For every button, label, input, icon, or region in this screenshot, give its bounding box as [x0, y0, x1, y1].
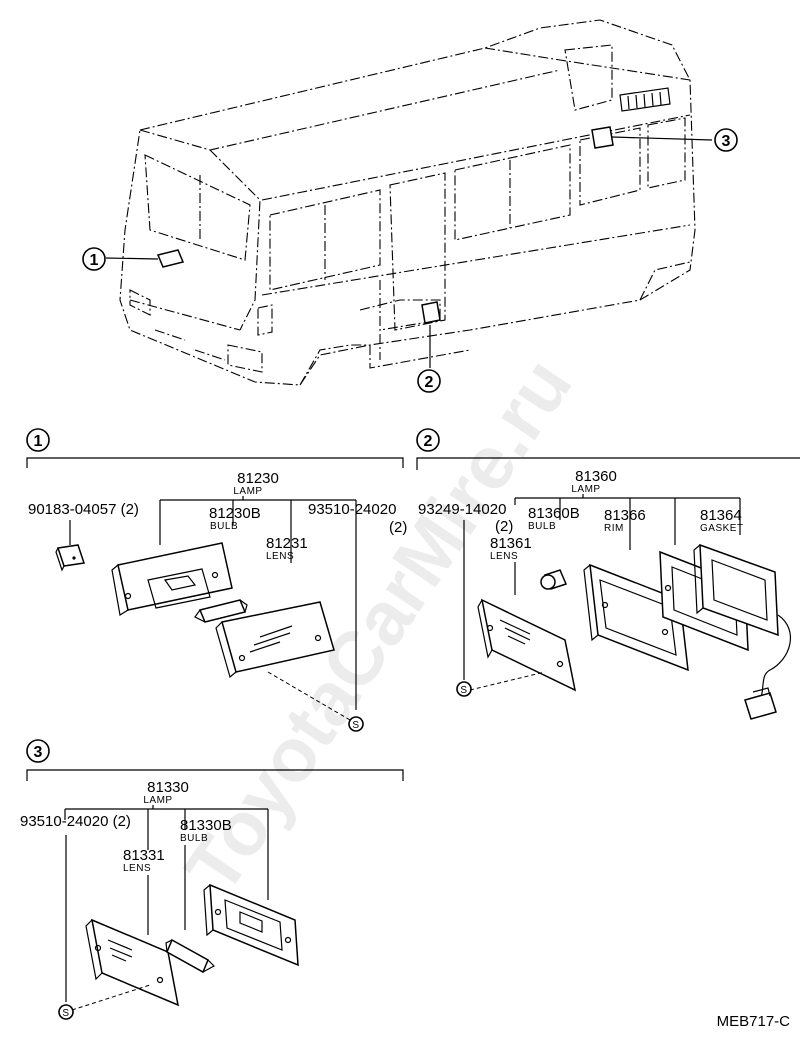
- g2-screw-qty: (2): [495, 518, 513, 535]
- g2-lens-label: LENS: [490, 551, 518, 562]
- g1-screw-no: 90183-04057 (2): [28, 501, 139, 518]
- callout-2: 2: [417, 369, 441, 393]
- g2-screw-no: 93249-14020: [418, 501, 506, 518]
- svg-text:2: 2: [425, 374, 434, 391]
- g1-lens-no: 81231: [266, 535, 308, 552]
- g3-std-no: 93510-24020 (2): [20, 813, 131, 830]
- g3-assembly-no: 81330: [147, 779, 189, 796]
- callout-1: 1: [82, 247, 106, 271]
- g3-lens-label: LENS: [123, 863, 151, 874]
- g1-lens-label: LENS: [266, 551, 294, 562]
- callout-3: 3: [714, 128, 738, 152]
- g2-assembly-label: LAMP: [571, 484, 600, 495]
- g2-s-mark: S: [460, 685, 467, 696]
- group-3: 3 81330 LAMP 93510-24020 (2) 81330B BULB…: [20, 739, 404, 1020]
- group-2-index: 2: [424, 433, 433, 450]
- g2-gasket-no: 81364: [700, 507, 742, 524]
- group-1-index: 1: [34, 433, 43, 450]
- g2-lens-no: 81361: [490, 535, 532, 552]
- g2-rim-no: 81366: [604, 507, 646, 524]
- svg-text:1: 1: [90, 252, 99, 269]
- g1-std-no: 93510-24020: [308, 501, 396, 518]
- g1-bulb-label: BULB: [210, 521, 238, 532]
- g1-assembly-no: 81230: [237, 470, 279, 487]
- g2-gasket-label: GASKET: [700, 523, 744, 534]
- g2-bulb-label: BULB: [528, 521, 556, 532]
- group-1: 1 81230 LAMP 90183-04057 (2) 81230B BULB…: [26, 428, 407, 732]
- g3-lens-no: 81331: [123, 847, 165, 864]
- g3-bulb-no: 81330B: [180, 817, 232, 834]
- g3-assembly-label: LAMP: [143, 795, 172, 806]
- group-3-index: 3: [34, 744, 43, 761]
- svg-text:3: 3: [722, 133, 731, 150]
- g2-rim-label: RIM: [604, 523, 624, 534]
- g2-bulb-no: 81360B: [528, 505, 580, 522]
- g1-s-mark: S: [352, 720, 359, 731]
- van-illustration: [119, 19, 696, 386]
- group-2: 2 81360 LAMP 93249-14020 (2) 81360B BULB…: [416, 428, 800, 720]
- g3-s-mark: S: [62, 1008, 69, 1019]
- g2-assembly-no: 81360: [575, 468, 617, 485]
- g1-std-qty: (2): [389, 519, 407, 536]
- figure-code: MEB717-C: [717, 1013, 791, 1030]
- g3-bulb-label: BULB: [180, 833, 208, 844]
- g1-bulb-no: 81230B: [209, 505, 261, 522]
- g1-assembly-label: LAMP: [233, 486, 262, 497]
